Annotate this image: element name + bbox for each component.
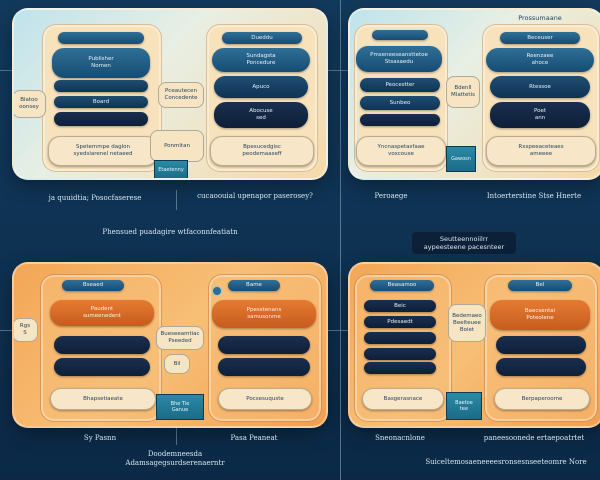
- caption: Sneonacnlone: [375, 434, 425, 442]
- connector-card: Pceautecen Concedente: [158, 82, 204, 108]
- caption: Peroaege: [374, 192, 408, 200]
- column-right-row: [218, 336, 310, 354]
- connector-card: Ponmitan: [150, 130, 204, 162]
- column-left-row: [54, 358, 150, 376]
- column-left-footer: Yncnaspetasfaae voxcouse: [356, 136, 446, 166]
- column-left-header: [372, 30, 428, 40]
- column-left-row: [364, 332, 436, 344]
- caption: Sy Pasnn: [83, 434, 117, 442]
- column-left-header: Bseaed: [62, 280, 124, 291]
- column-right-subtitle: Reenzaee ahoce: [486, 48, 594, 72]
- connector-line: [176, 425, 177, 445]
- caption: Phensued puadagire wtfaconnfeatiatn: [102, 228, 238, 236]
- column-left-row: [364, 362, 436, 374]
- column-right-row: Abocuse sed: [214, 102, 308, 128]
- column-left-row: Pdesaedt: [364, 316, 436, 328]
- caption: ja quuidtia; Posocfaserese: [48, 194, 142, 202]
- connector-card: Bedemaeo Beelteuee Boiet: [448, 304, 486, 342]
- caption: Intoerterstine Stse Hnerte: [486, 192, 582, 200]
- column-left-row: Board: [54, 96, 148, 108]
- column-right-subtitle: Baecsentai Poteolene: [490, 300, 590, 330]
- node-box: Bhe Tie Ganue: [156, 394, 204, 420]
- column-right-subtitle: Ppesstenans samusonme: [212, 300, 316, 328]
- node-dot: [212, 286, 222, 296]
- column-right-footer: Pocsesuquste: [218, 388, 312, 410]
- panel-bottom-right: Beasamoo Beic Pdesaedt Basgerasnace Bel …: [348, 262, 600, 428]
- column-right-footer: Rxspeeaceteaes ameeee: [486, 136, 596, 166]
- column-left-row: [54, 80, 148, 92]
- column-left-header: [58, 32, 144, 44]
- column-right-header: Bel: [508, 280, 572, 291]
- column-left-footer: Bhapsetiaeate: [50, 388, 156, 410]
- column-right-row: [496, 358, 586, 376]
- column-right-row: [496, 336, 586, 354]
- column-left-row: Peocestter: [360, 78, 440, 92]
- panel-tag: Prossumaane: [518, 14, 562, 22]
- column-left-footer: Spetemmpe daglon syedsiarenel netaeed: [48, 136, 158, 166]
- column-left-row: [360, 114, 440, 126]
- column-right-footer: Berpaperoome: [494, 388, 590, 410]
- connector-line: [176, 190, 177, 210]
- side-card: Blatoo oonsey: [14, 90, 46, 118]
- column-left-row: Beic: [364, 300, 436, 312]
- column-right-subtitle: Sundagsta Poncedure: [212, 48, 310, 72]
- column-left-subtitle: Pmseneeseansttetoe Stsasaedu: [356, 46, 442, 72]
- column-left-footer: Basgerasnace: [362, 388, 444, 410]
- column-left-subtitle: Paudent sumeenedent: [50, 300, 154, 326]
- connector-line: [340, 0, 341, 480]
- connector-card: Bdenll Mlattetis: [446, 76, 480, 108]
- caption: Pasa Peaneat: [230, 434, 278, 442]
- column-left-row: [364, 348, 436, 360]
- column-left-header: Beasamoo: [370, 280, 434, 291]
- caption: Doodemneesda Adamsagegsurdserenaerntr: [125, 450, 225, 467]
- column-left-row: [54, 112, 148, 126]
- panel-bottom-left: Bseaed Paudent sumeenedent Bhapsetiaeate…: [12, 262, 328, 428]
- side-card: Rgs S: [14, 318, 38, 342]
- column-right-header: Beceuser: [500, 32, 580, 44]
- column-right-header: Dueddu: [222, 32, 302, 44]
- node-box: Gawosn: [446, 146, 476, 172]
- column-left-subtitle: Publisher Nomen: [52, 48, 150, 78]
- panel-top-right: Prossumaane Pmseneeseansttetoe Stsasaedu…: [348, 8, 600, 180]
- column-right-row: Apuco: [214, 76, 308, 98]
- panel-top-left: Publisher Nomen Board Spetemmpe daglon s…: [12, 8, 328, 180]
- caption: cucaoouial upenapor paserosey?: [197, 192, 313, 200]
- column-left-row: [54, 336, 150, 354]
- caption-box: Seutteennoiilrr aypeesteene pacesnteer: [412, 232, 516, 254]
- caption: paneesoonede ertaepoatrtet: [483, 434, 585, 442]
- node-box: Etaetenny: [154, 160, 188, 178]
- column-left-row: Sunbeo: [360, 96, 440, 110]
- connector-card: Bueseeamtiac Pseeded: [156, 326, 204, 350]
- column-right-header: Bame: [228, 280, 280, 291]
- column-right-row: [218, 358, 310, 376]
- column-right-row: Rtessoe: [490, 76, 590, 98]
- column-right-footer: Bpesucedgisc peodemaaseff: [210, 136, 314, 166]
- node-box: Baetoe tee: [446, 392, 482, 420]
- column-right-row: Poet ann: [490, 102, 590, 128]
- connector-card: Bil: [164, 354, 190, 374]
- caption: Suiceltemosaeneeeesronsesnseeteomre Nore: [425, 458, 587, 466]
